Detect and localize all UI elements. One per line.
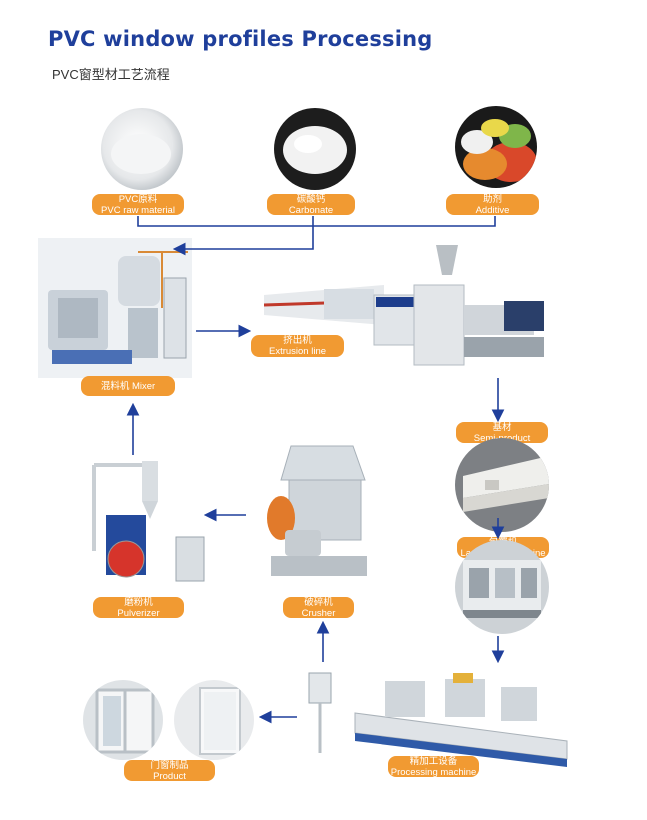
bracket-line (138, 216, 495, 226)
arrow-materials-to-mixer (176, 226, 313, 249)
